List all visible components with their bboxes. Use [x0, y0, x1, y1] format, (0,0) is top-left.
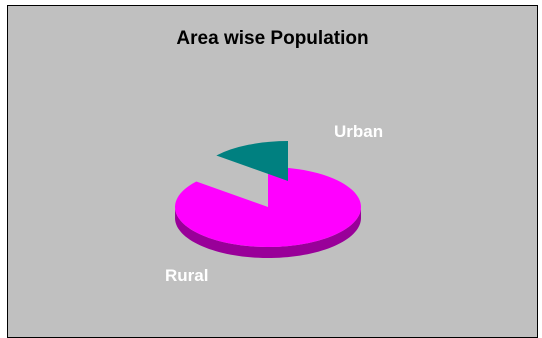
pie-slice-side-rural [175, 207, 361, 258]
pie-slice-top-rural [175, 167, 361, 248]
pie-slice-urban [216, 141, 288, 181]
pie-slice-top-urban [216, 141, 288, 181]
slice-label-urban: Urban [334, 122, 383, 141]
chart-title: Area wise Population [176, 28, 369, 49]
slice-label-rural: Rural [165, 266, 208, 285]
pie-slice-rural [175, 167, 361, 258]
